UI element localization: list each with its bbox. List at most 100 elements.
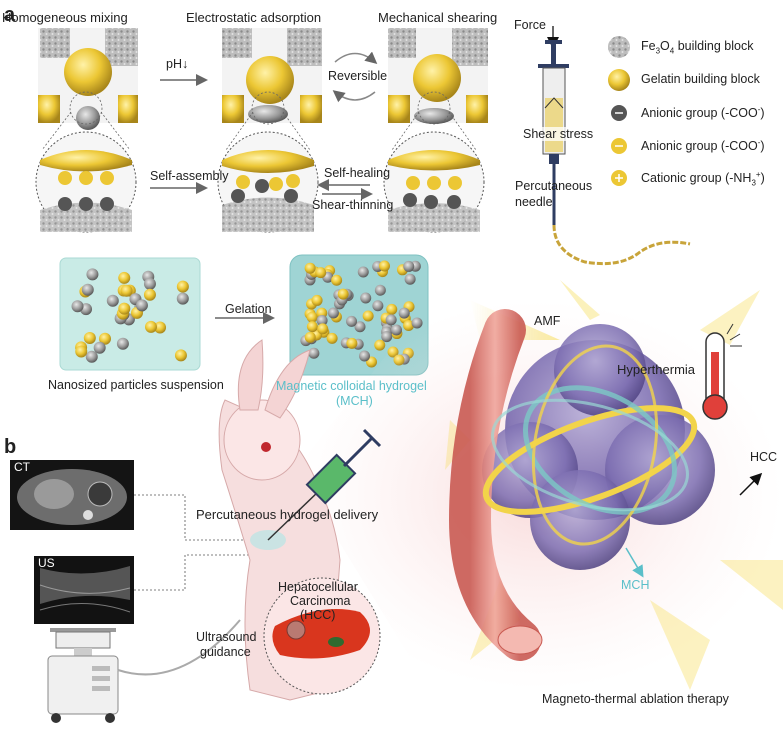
therapy-label: Magneto-thermal ablation therapy [538, 690, 733, 708]
fe3o4-particle [308, 347, 320, 359]
fe3o4-particle [85, 350, 98, 363]
us-label: US [38, 556, 55, 570]
fe3o4-particle [381, 331, 393, 343]
fe3o4-particle [71, 300, 84, 313]
gelatin-particle [311, 294, 323, 306]
amf-label: AMF [534, 314, 561, 328]
gelatin-particle [337, 288, 349, 300]
rabbit-graphic [218, 339, 341, 701]
fe3o4-particle [346, 315, 358, 327]
hcc-line3: (HCC) [300, 608, 336, 622]
hcc-line2: Carcinoma [290, 594, 351, 608]
gelatin-particle [83, 332, 96, 345]
ct-label: CT [14, 460, 30, 474]
stage2-title: Electrostatic adsorption [186, 10, 322, 25]
suspension-label: Nanosized particles suspension [48, 378, 224, 392]
hyperthermia-label: Hyperthermia [617, 362, 696, 377]
zoom-circle-3 [383, 131, 485, 233]
fe3o4-particle [404, 273, 416, 285]
mch-hydrogel-rings [482, 344, 698, 546]
gelatin-particle [120, 284, 133, 297]
gelatin-particle [174, 349, 187, 362]
reversible-label: Reversible [328, 69, 388, 83]
gelatin-particle [98, 332, 111, 345]
panel-b-label: b [4, 436, 17, 458]
fe3o4-particle [116, 337, 129, 350]
delivery-label: Percutaneous hydrogel delivery [196, 507, 379, 522]
fe3o4-particle [106, 294, 119, 307]
gelatin-particle [143, 288, 156, 301]
gelatin-particle [374, 339, 386, 351]
fe3o4-particle [360, 292, 372, 304]
gelatin-particle [144, 320, 157, 333]
gelatin-particle [331, 274, 343, 286]
hydrogel-abbr: (MCH) [336, 394, 373, 408]
legend-fe3o4: Fe3O4 building block [641, 39, 754, 56]
gelatin-particle [176, 280, 189, 293]
legend-anionic-yellow: Anionic group (-COO-) [641, 138, 765, 154]
fe3o4-particle [385, 314, 397, 326]
suspension-cube [59, 257, 201, 371]
delivery-syringe [267, 428, 382, 541]
gelatin-particle [154, 321, 167, 334]
fe3o4-particle [390, 324, 402, 336]
fe3o4-particle [93, 341, 106, 354]
needle-label: Percutaneous needle [515, 179, 593, 209]
self-healing-label: Self-healing [324, 166, 391, 180]
stage1-tile [38, 28, 138, 130]
fe3o4-particle [357, 266, 369, 278]
ultrasound-machine [47, 619, 241, 723]
thermometer-icon [702, 323, 742, 420]
ct-scan [10, 460, 134, 530]
zoom-lines [41, 91, 477, 151]
ph-label: pH↓ [166, 57, 189, 71]
gelatin-particle [326, 332, 338, 344]
legend-anionic-gray: Anionic group (-COO-) [641, 105, 765, 121]
gelatin-particle [306, 321, 318, 333]
gelation-label: Gelation [225, 302, 272, 316]
hcc-label: HCC [750, 450, 778, 464]
gelatin-particle [304, 262, 316, 274]
gelatin-particle [118, 302, 131, 315]
stage2-tile [222, 28, 322, 123]
gelatin-particle [386, 303, 398, 315]
fe3o4-particle [398, 307, 410, 319]
stage3-tile [388, 28, 488, 124]
ultrasound-label: Ultrasound [196, 630, 257, 644]
us-scan [34, 556, 134, 624]
fe3o4-particle [354, 321, 366, 333]
fe3o4-block-icon [608, 36, 630, 58]
force-label: Force [514, 18, 546, 32]
hydrogel-label: Magnetic colloidal hydrogel [276, 379, 427, 393]
fe3o4-particle [86, 268, 99, 281]
fe3o4-particle [403, 260, 415, 272]
panel-a-label: a [4, 4, 16, 26]
gelatin-particle [304, 331, 316, 343]
gelatin-particle [75, 345, 88, 358]
fe3o4-particle [135, 299, 148, 312]
gelatin-particle [317, 323, 329, 335]
hcc-line1: Hepatocellular [278, 580, 358, 594]
fe3o4-particle [176, 292, 189, 305]
gelatin-particle [362, 310, 374, 322]
fe3o4-particle [359, 350, 371, 362]
fe3o4-particle [81, 283, 94, 296]
guidance-label: guidance [200, 645, 251, 659]
fe3o4-particle [143, 277, 156, 290]
gelatin-particle [315, 267, 327, 279]
blood-vessel [448, 309, 541, 661]
mch-label: MCH [621, 578, 650, 592]
gelatin-particle [306, 311, 318, 323]
self-assembly-label: Self-assembly [150, 169, 229, 183]
gelatin-particle [346, 337, 358, 349]
gelatin-block-icon [608, 69, 630, 91]
fe3o4-particle [374, 284, 386, 296]
legend-gelatin: Gelatin building block [641, 72, 760, 86]
gelatin-particle [378, 260, 390, 272]
fe3o4-particle [372, 300, 384, 312]
gelatin-particle [118, 271, 131, 284]
zoom-circle-1 [35, 131, 137, 233]
gelatin-particle-icon [64, 48, 112, 96]
fe3o4-particle [316, 315, 328, 327]
